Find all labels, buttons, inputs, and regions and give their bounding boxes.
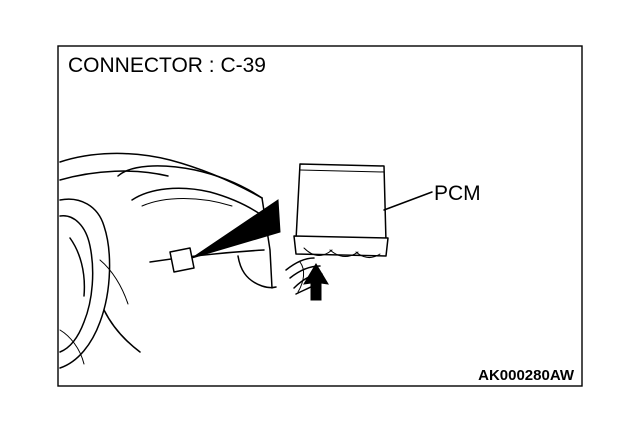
pcm-leader-line xyxy=(383,191,433,211)
pcm-label: PCM xyxy=(434,182,481,205)
dashboard-illustration xyxy=(59,152,277,369)
figure-code: AK000280AW xyxy=(478,367,575,384)
diagram-frame xyxy=(57,45,583,387)
zoom-wedge xyxy=(191,199,281,259)
pcm-module xyxy=(293,163,389,258)
diagram-title: CONNECTOR : C-39 xyxy=(68,54,266,77)
connector-arrow xyxy=(303,263,329,301)
